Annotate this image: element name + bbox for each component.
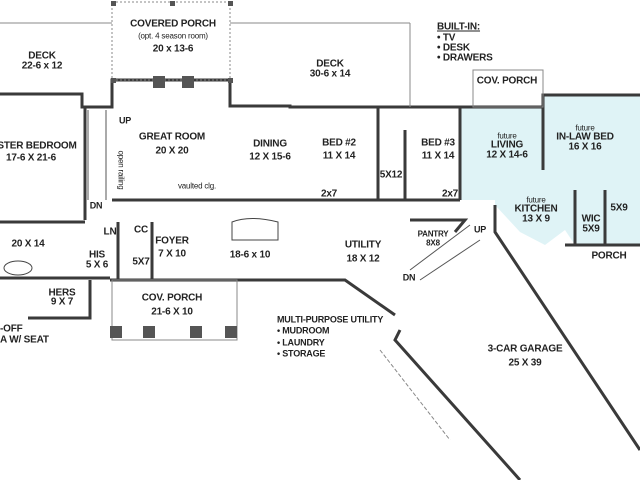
utility-callout-item: • LAUNDRY [277, 337, 325, 348]
bed2-closet: 2x7 [320, 188, 338, 200]
utility-size: 18 X 12 [346, 253, 380, 265]
inlaw-bed-name: IN-LAW BED [556, 131, 614, 143]
future-kitchen-size: 13 X 9 [522, 213, 550, 225]
garage-name: 3-CAR GARAGE [487, 343, 563, 355]
future-living-name: LIVING [490, 139, 524, 151]
coat-closet: CC [133, 224, 149, 236]
front-porch-name: COV. PORCH [141, 292, 203, 304]
bed3-closet: 2x7 [441, 188, 459, 200]
wic-name: WIC [581, 213, 601, 225]
utility-name: UTILITY [344, 239, 382, 251]
kitchen-island [231, 218, 279, 241]
garage-stair-up: UP [473, 224, 487, 235]
built-in-item: • DESK [437, 42, 470, 54]
master-bedroom-size: 17-6 X 21-6 [5, 152, 57, 164]
inlaw-bed-prefix: future [575, 123, 595, 133]
utility-callout-item: • MUDROOM [277, 325, 330, 336]
inlaw-bed-size: 16 X 16 [568, 141, 602, 153]
his-closet-size: 5 X 6 [85, 259, 109, 271]
future-kitchen-prefix: future [526, 195, 546, 205]
dining-name: DINING [253, 138, 287, 150]
open-railing-note: open railing [116, 150, 126, 190]
bed2-name: BED #2 [322, 137, 356, 149]
kitchen-size: 18-6 x 10 [229, 249, 271, 261]
stair-dn-label: DN [89, 200, 103, 211]
foyer-name: FOYER [155, 235, 189, 247]
built-in-item: • TV [437, 32, 456, 44]
hers-closet-name: HERS [48, 287, 76, 299]
his-closet-name: HIS [88, 249, 106, 261]
front-porch-size: 21-6 X 10 [151, 306, 193, 318]
side-porch-name: PORCH [591, 250, 627, 262]
master-bath-size: 20 X 14 [11, 238, 45, 250]
pantry-name: PANTRY [417, 229, 449, 239]
linen-closet: LN [103, 226, 117, 238]
utility-callout-item: • STORAGE [277, 348, 326, 359]
deck-left-name: DECK [28, 50, 56, 62]
great-room-name: GREAT ROOM [138, 131, 206, 143]
future-kitchen-name: KITCHEN [514, 203, 558, 215]
foyer-size: 7 X 10 [158, 248, 186, 260]
powder-size: 5X7 [132, 256, 150, 268]
garage-size: 25 X 39 [508, 357, 542, 369]
stairs [87, 110, 481, 281]
inlaw-bath-size: 5X9 [610, 202, 628, 214]
hers-closet-size: 9 X 7 [50, 296, 74, 308]
porch-outlines [0, 1, 544, 441]
built-in-title: BUILT-IN: [437, 21, 481, 33]
drop-off-line1: -OFF [0, 323, 23, 335]
vaulted-ceiling-note: vaulted clg. [177, 181, 217, 191]
future-living-size: 12 X 14-6 [486, 149, 528, 161]
covered-porch-name: COVERED PORCH [130, 18, 216, 30]
bed3-size: 11 X 14 [421, 150, 455, 162]
garage-stair-dn: DN [402, 272, 416, 283]
inlaw-suite-fill [460, 95, 640, 245]
stair-up-label: UP [118, 115, 132, 126]
great-room-size: 20 X 20 [155, 145, 189, 157]
drop-off-line2: A W/ SEAT [0, 334, 49, 346]
covered-porch-note: (opt. 4 season room) [138, 31, 208, 41]
wic-size: 5X9 [582, 223, 600, 235]
utility-callout-title: MULTI-PURPOSE UTILITY [277, 314, 384, 325]
master-bedroom-name: STER BEDROOM [0, 140, 77, 152]
built-in-item: • DRAWERS [437, 52, 493, 64]
cov-porch-inlaw-name: COV. PORCH [476, 75, 538, 87]
deck-right-name: DECK [316, 58, 344, 70]
bed3-name: BED #3 [421, 137, 455, 149]
deck-right-size: 30-6 x 14 [309, 68, 351, 80]
deck-left-size: 22-6 x 12 [21, 60, 63, 72]
covered-porch-size: 20 x 13-6 [152, 43, 194, 55]
shared-bath-size: 5X12 [379, 169, 403, 181]
pantry-size: 8X8 [426, 238, 440, 248]
bed2-size: 11 X 14 [322, 150, 356, 162]
future-living-prefix: future [497, 131, 517, 141]
walls [0, 78, 640, 480]
bathtub [3, 260, 33, 276]
dining-size: 12 X 15-6 [249, 151, 291, 163]
columns [110, 1, 237, 338]
